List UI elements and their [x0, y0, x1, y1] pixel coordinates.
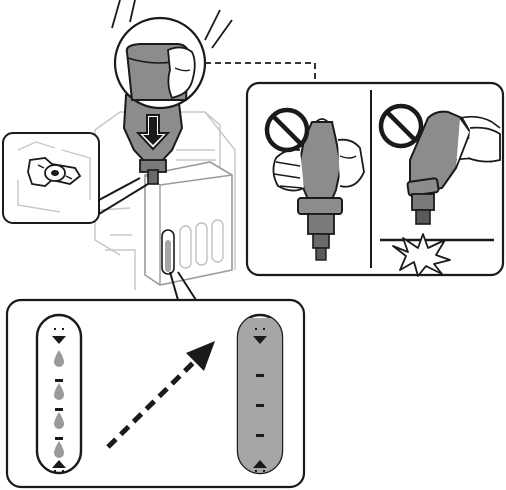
dashed-leader-line [205, 62, 316, 83]
ink-level-full-tank [236, 313, 284, 475]
no-symbol-icon [264, 107, 310, 153]
ink-tank-window-4 [211, 219, 224, 263]
ink-tank-unit [144, 161, 233, 286]
zoom-circle-bottle [113, 16, 207, 110]
dashed-diagonal-arrow-icon [106, 341, 215, 449]
ink-tank-window-2 [179, 225, 192, 269]
ink-tank-window-3 [195, 222, 208, 266]
warning-impact [380, 110, 501, 242]
ink-level-empty-tank [35, 313, 83, 475]
level-marks-empty [52, 328, 66, 472]
valve-detail-callout [2, 132, 149, 224]
level-marks-full [253, 328, 267, 472]
no-symbol-icon [378, 103, 424, 149]
impact-burst-icon [392, 233, 451, 277]
warning-squeeze [272, 118, 365, 261]
down-arrow-icon [135, 114, 171, 151]
hand-lines-top [111, 0, 233, 49]
ink-drop-icon [54, 350, 64, 458]
